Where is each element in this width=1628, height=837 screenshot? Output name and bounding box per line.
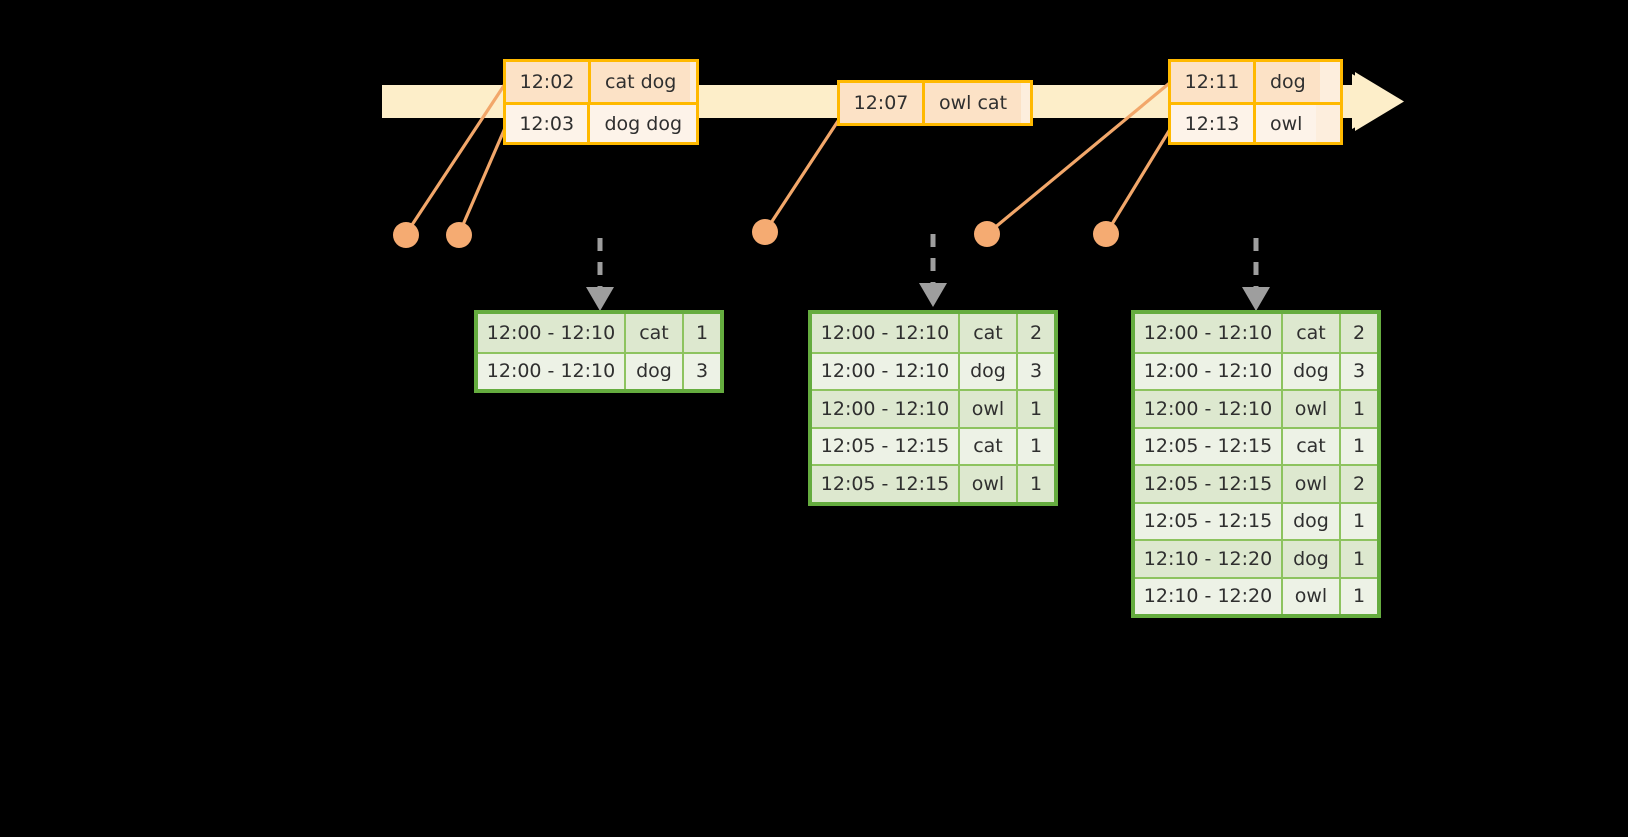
key-cell: cat xyxy=(960,314,1018,352)
connector-dot-1203 xyxy=(446,222,472,248)
window-cell: 12:00 - 12:10 xyxy=(478,353,626,389)
window-cell: 12:05 - 12:15 xyxy=(1135,466,1283,502)
key-cell: dog xyxy=(1283,541,1341,577)
window-cell: 12:00 - 12:10 xyxy=(812,314,960,352)
key-cell: dog xyxy=(960,353,1018,389)
count-cell: 2 xyxy=(1018,314,1054,352)
connector-line-1213 xyxy=(1104,125,1174,235)
event-words: cat dog xyxy=(591,62,691,102)
event-time: 12:13 xyxy=(1171,105,1256,142)
window-cell: 12:00 - 12:10 xyxy=(478,314,626,352)
count-cell: 1 xyxy=(1341,503,1377,539)
event-time: 12:11 xyxy=(1171,62,1256,102)
window-cell: 12:00 - 12:10 xyxy=(812,391,960,427)
connector-dots xyxy=(393,219,1119,248)
dashed-arrows xyxy=(597,234,1259,288)
event-group-1: 12:02 cat dog 12:03 dog dog xyxy=(503,59,699,145)
key-cell: dog xyxy=(626,353,684,389)
key-cell: dog xyxy=(1283,503,1341,539)
event-time: 12:03 xyxy=(506,105,591,142)
connector-dot-1207 xyxy=(752,219,778,245)
count-cell: 1 xyxy=(1341,541,1377,577)
event-words: dog xyxy=(1256,62,1320,102)
event-time: 12:02 xyxy=(506,62,591,102)
event-words: dog dog xyxy=(590,105,696,142)
count-cell: 1 xyxy=(1341,578,1377,614)
event-row: 12:02 cat dog xyxy=(506,62,696,102)
count-cell: 1 xyxy=(1018,391,1054,427)
count-cell: 1 xyxy=(1018,428,1054,464)
key-cell: owl xyxy=(1283,391,1341,427)
key-cell: cat xyxy=(1283,428,1341,464)
window-cell: 12:05 - 12:15 xyxy=(1135,503,1283,539)
connector-dot-1211 xyxy=(974,221,1000,247)
count-cell: 2 xyxy=(1341,466,1377,502)
window-cell: 12:10 - 12:20 xyxy=(1135,541,1283,577)
dashed-arrow-head-1 xyxy=(586,287,614,311)
window-cell: 12:05 - 12:15 xyxy=(812,466,960,502)
key-cell: owl xyxy=(1283,578,1341,614)
window-cell: 12:00 - 12:10 xyxy=(1135,353,1283,389)
connector-dot-1213 xyxy=(1093,221,1119,247)
connector-dot-1202 xyxy=(393,222,419,248)
dashed-arrow-head-2 xyxy=(919,283,947,307)
window-cell: 12:05 - 12:15 xyxy=(1135,428,1283,464)
event-group-2: 12:07 owl cat xyxy=(837,80,1033,126)
key-cell: owl xyxy=(960,391,1018,427)
window-cell: 12:00 - 12:10 xyxy=(1135,391,1283,427)
event-time: 12:07 xyxy=(840,83,925,123)
event-words: owl xyxy=(1256,105,1317,142)
connector-line-1207 xyxy=(763,117,842,233)
event-words: owl cat xyxy=(925,83,1022,123)
count-cell: 3 xyxy=(1018,353,1054,389)
count-cell: 3 xyxy=(684,353,720,389)
window-cell: 12:00 - 12:10 xyxy=(812,353,960,389)
count-cell: 1 xyxy=(1018,466,1054,502)
count-cell: 1 xyxy=(1341,428,1377,464)
event-row: 12:07 owl cat xyxy=(840,83,1030,123)
event-group-3: 12:11 dog 12:13 owl xyxy=(1168,59,1343,145)
dashed-arrow-heads xyxy=(586,283,1270,311)
key-cell: owl xyxy=(960,466,1018,502)
key-cell: cat xyxy=(1283,314,1341,352)
connector-line-1202 xyxy=(404,83,507,235)
key-cell: cat xyxy=(626,314,684,352)
event-row: 12:11 dog xyxy=(1171,62,1340,102)
window-cell: 12:05 - 12:15 xyxy=(812,428,960,464)
event-row: 12:03 dog dog xyxy=(506,102,696,142)
count-cell: 1 xyxy=(684,314,720,352)
count-cell: 2 xyxy=(1341,314,1377,352)
dashed-arrow-head-3 xyxy=(1242,287,1270,311)
key-cell: dog xyxy=(1283,353,1341,389)
key-cell: cat xyxy=(960,428,1018,464)
count-cell: 3 xyxy=(1341,353,1377,389)
connector-line-1203 xyxy=(457,127,507,235)
count-cell: 1 xyxy=(1341,391,1377,427)
key-cell: owl xyxy=(1283,466,1341,502)
event-row: 12:13 owl xyxy=(1171,102,1340,142)
window-cell: 12:10 - 12:20 xyxy=(1135,578,1283,614)
window-cell: 12:00 - 12:10 xyxy=(1135,314,1283,352)
